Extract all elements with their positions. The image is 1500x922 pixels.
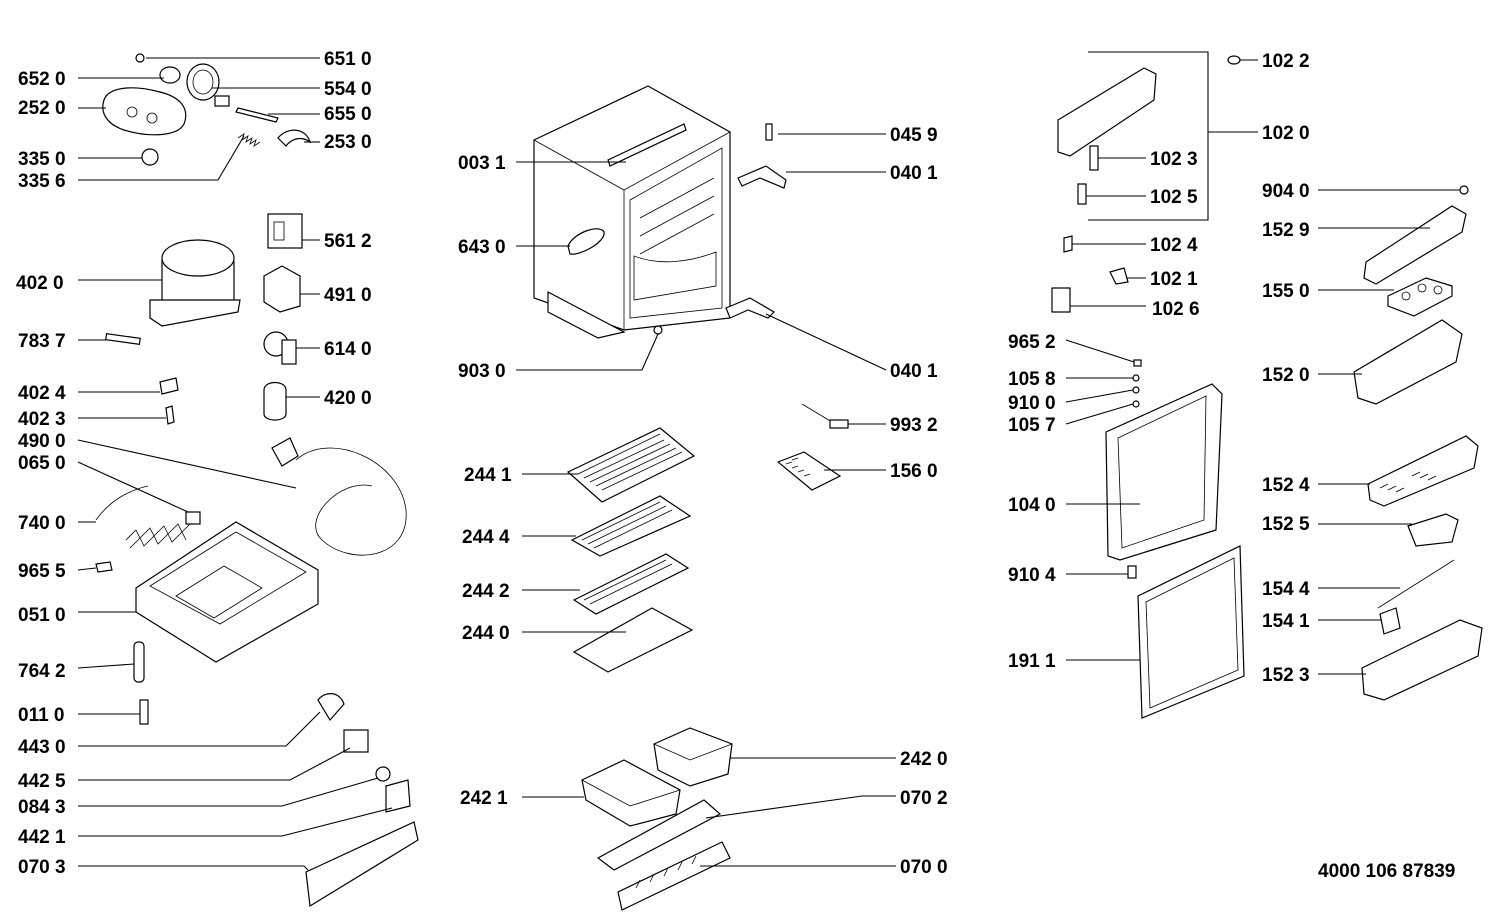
part-label: 443 0	[18, 737, 66, 758]
door-group	[1105, 359, 1245, 719]
part-label: 102 5	[1150, 187, 1198, 208]
part-label: 051 0	[18, 605, 66, 626]
part-label: 655 0	[324, 104, 372, 125]
part-label: 740 0	[18, 513, 66, 534]
part-label: 011 0	[18, 705, 65, 726]
hinge-group	[725, 123, 849, 491]
part-label: 105 7	[1008, 415, 1056, 436]
door-top-group	[1051, 55, 1469, 313]
part-label: 102 1	[1150, 269, 1198, 290]
part-label: 152 0	[1262, 365, 1310, 386]
part-label: 402 0	[16, 273, 64, 294]
part-label: 045 9	[890, 125, 938, 146]
part-label: 244 2	[462, 581, 510, 602]
cabinet-group	[533, 85, 731, 339]
part-label: 252 0	[18, 98, 66, 119]
part-label: 040 1	[890, 361, 938, 382]
part-label: 070 2	[900, 788, 948, 809]
part-label: 244 0	[462, 623, 510, 644]
part-label: 154 1	[1262, 611, 1310, 632]
part-label: 105 8	[1008, 369, 1056, 390]
part-label: 244 4	[462, 527, 510, 548]
part-label: 993 2	[890, 415, 938, 436]
part-label: 965 2	[1008, 332, 1056, 353]
part-label: 156 0	[890, 461, 938, 482]
part-label: 965 5	[18, 561, 66, 582]
door-shelf-group	[1353, 205, 1483, 701]
compressor-group	[105, 213, 303, 425]
part-label: 084 3	[18, 797, 66, 818]
part-label: 242 1	[460, 788, 508, 809]
part-label: 420 0	[324, 388, 372, 409]
part-label: 065 0	[18, 453, 66, 474]
part-label: 102 4	[1150, 235, 1198, 256]
part-label: 102 0	[1262, 123, 1310, 144]
document-number: 4000 106 87839	[1318, 861, 1455, 882]
part-label: 614 0	[324, 339, 372, 360]
leader-lines	[77, 51, 1460, 871]
part-label: 643 0	[458, 237, 506, 258]
part-label: 764 2	[18, 661, 66, 682]
part-label: 910 4	[1008, 565, 1056, 586]
drawer-group	[581, 727, 733, 911]
part-label: 152 5	[1262, 514, 1310, 535]
part-label: 335 0	[18, 149, 66, 170]
part-label: 402 4	[18, 383, 66, 404]
part-label: 102 6	[1152, 299, 1200, 320]
part-label: 152 3	[1262, 665, 1310, 686]
part-label: 783 7	[18, 331, 66, 352]
part-label: 561 2	[324, 231, 372, 252]
part-label: 040 1	[890, 163, 938, 184]
compressor-fittings-group	[102, 53, 312, 166]
base-frame-group	[95, 437, 419, 908]
part-label: 152 9	[1262, 220, 1310, 241]
part-label: 191 1	[1008, 651, 1056, 672]
part-label: 651 0	[324, 49, 372, 70]
part-label: 904 0	[1262, 181, 1310, 202]
part-label: 104 0	[1008, 495, 1056, 516]
part-label: 335 6	[18, 171, 66, 192]
part-label: 154 4	[1262, 579, 1310, 600]
part-labels-right: 102 2 102 0 102 3 904 0 102 5 152 9 102 …	[1008, 51, 1310, 686]
part-label: 903 0	[458, 361, 506, 382]
part-label: 491 0	[324, 285, 372, 306]
part-label: 490 0	[18, 431, 66, 452]
part-labels-center: 003 1 045 9 040 1 643 0 903 0 040 1 993 …	[458, 125, 948, 878]
part-label: 244 1	[464, 465, 512, 486]
part-label: 003 1	[458, 153, 506, 174]
part-label: 102 3	[1150, 149, 1198, 170]
part-label: 652 0	[18, 69, 66, 90]
part-label: 253 0	[324, 132, 372, 153]
part-label: 402 3	[18, 409, 66, 430]
part-label: 910 0	[1008, 393, 1056, 414]
part-label: 242 0	[900, 749, 948, 770]
part-label: 070 0	[900, 857, 948, 878]
part-label: 442 5	[18, 771, 66, 792]
part-label: 442 1	[18, 827, 66, 848]
part-label: 102 2	[1262, 51, 1310, 72]
shelf-group	[566, 427, 696, 673]
part-label: 155 0	[1262, 281, 1310, 302]
part-label: 152 4	[1262, 475, 1310, 496]
part-labels-left: 651 0 652 0 554 0 252 0 655 0 253 0 335 …	[16, 49, 372, 878]
part-label: 554 0	[324, 79, 372, 100]
part-label: 070 3	[18, 857, 66, 878]
